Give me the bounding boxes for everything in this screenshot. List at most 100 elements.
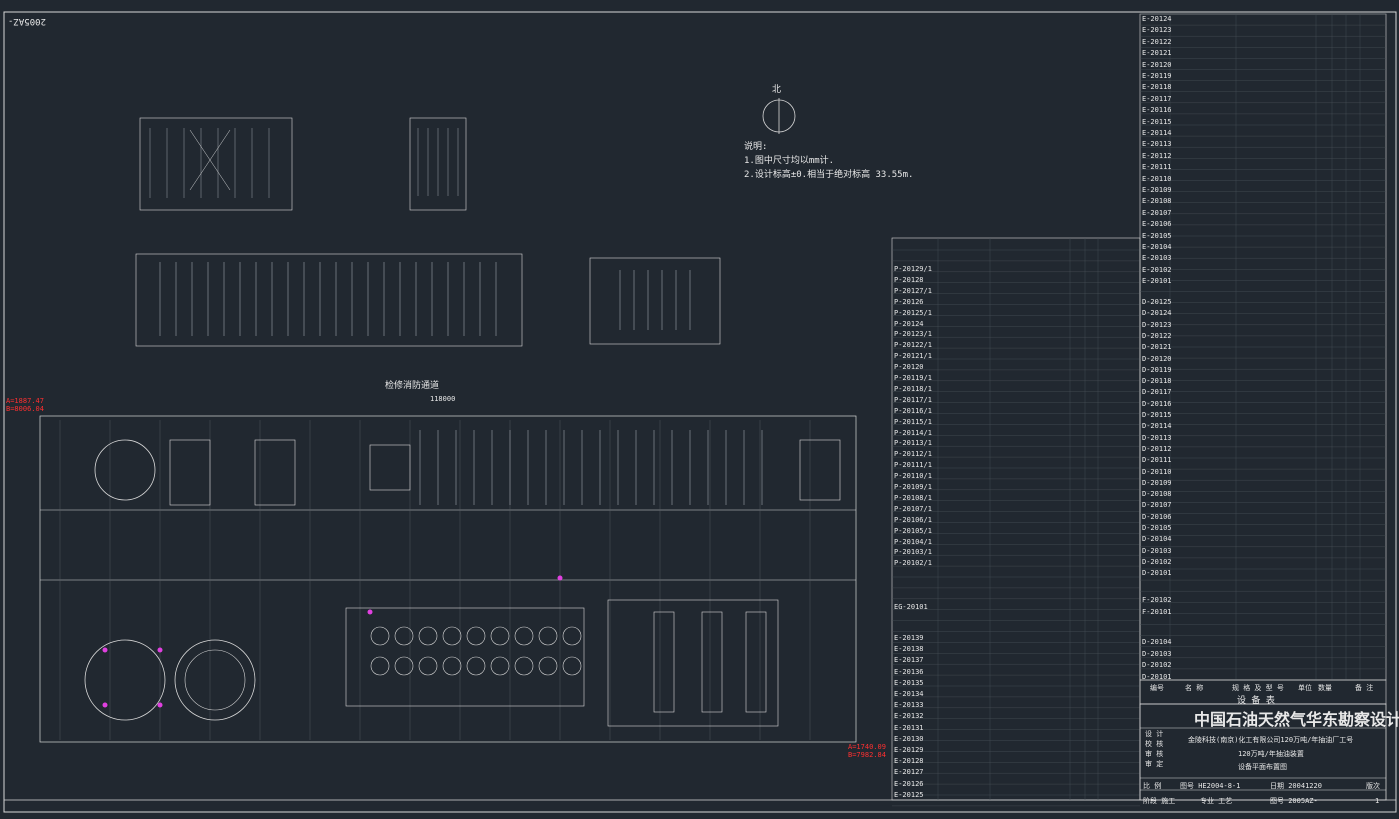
tb-discipline: 专业 工艺 xyxy=(1200,797,1233,805)
tank-2 xyxy=(174,639,256,721)
table-row-code: D-20102 xyxy=(1142,557,1172,566)
vessel-circle xyxy=(490,626,510,646)
table-row-code: P-20102/1 xyxy=(894,559,932,568)
column-block xyxy=(607,599,779,727)
table-row-code: P-20118/1 xyxy=(894,384,932,393)
vessel-circle xyxy=(466,626,486,646)
table-row-code: D-20122 xyxy=(1142,331,1172,340)
table-row-code: E-20118 xyxy=(1142,83,1172,92)
table-row-code: E-20131 xyxy=(894,723,924,732)
tank-2-inner xyxy=(184,649,246,711)
table-row-code: E-20136 xyxy=(894,667,924,676)
vessel-circle xyxy=(490,656,510,676)
table-row-code: E-20129 xyxy=(894,746,924,754)
section-title: 检修消防通道 xyxy=(385,381,440,391)
table-row-code: F-20102 xyxy=(1142,596,1172,604)
role-design: 设 计 xyxy=(1145,730,1164,738)
table-row-code: D-20119 xyxy=(1142,365,1172,374)
single-row-tag: EG-20101 xyxy=(894,603,928,611)
north-label: 北 xyxy=(772,85,782,95)
red-coordinate-b-bottom: B=7982.84 xyxy=(848,751,886,759)
table-row-code: D-20104 xyxy=(1142,535,1172,544)
tb-stage: 阶段 施工 xyxy=(1143,797,1176,805)
drawing-frame xyxy=(3,11,1397,813)
table-row-code: D-20125 xyxy=(1142,298,1172,306)
table-row-code: F-20101 xyxy=(1142,608,1172,616)
vessel-circle xyxy=(370,626,390,646)
table-row-code: D-20110 xyxy=(1142,467,1172,476)
equipment-box xyxy=(369,444,411,491)
tb-date: 日期 20041220 xyxy=(1270,782,1322,790)
table-row-code: E-20126 xyxy=(894,779,924,788)
table-row-code: P-20117/1 xyxy=(894,395,932,404)
header-qty: 数量 xyxy=(1318,684,1332,692)
table-row-code: E-20132 xyxy=(894,712,924,721)
tb-drawing-no: 图号 HE2004-8-1 xyxy=(1180,782,1241,790)
table-row-code: E-20105 xyxy=(1142,231,1172,240)
vessel-circle xyxy=(514,656,534,676)
table-row-code: P-20123/1 xyxy=(894,330,932,339)
table-row-code: P-20124 xyxy=(894,319,924,328)
equipment-box xyxy=(254,439,296,506)
table-row-code: D-20109 xyxy=(1142,478,1172,487)
tb-sheet-no: 1 xyxy=(1375,797,1380,805)
table-row-code: E-20130 xyxy=(894,734,924,743)
header-unit: 单位 xyxy=(1298,684,1312,692)
project-line-1: 金陵科技(南京)化工有限公司120万吨/年抽油厂工号 xyxy=(1188,736,1354,744)
cross-brace xyxy=(189,129,231,191)
header-name: 名 称 xyxy=(1185,684,1204,692)
project-line-2: 120万吨/年抽油装置 xyxy=(1238,750,1304,758)
plant-boundary xyxy=(39,415,857,743)
table-row-code: E-20114 xyxy=(1142,129,1172,137)
dim-total: 118000 xyxy=(430,395,456,403)
table-row-code: D-20116 xyxy=(1142,399,1172,408)
table-row-code: E-20115 xyxy=(1142,117,1172,126)
table-row-code: P-20108/1 xyxy=(894,493,932,502)
vessel-circle xyxy=(562,656,582,676)
table-row-code: P-20122/1 xyxy=(894,341,932,350)
table-row-code: D-20117 xyxy=(1142,388,1172,397)
table-row-code: E-20106 xyxy=(1142,220,1172,229)
table-row-code: E-20117 xyxy=(1142,94,1172,103)
equipment-list-title: 设 备 表 xyxy=(1237,696,1275,706)
plan-view-2 xyxy=(409,117,467,211)
table-row-code: P-20113/1 xyxy=(894,439,932,448)
vessel-circle xyxy=(562,626,582,646)
table-row-code: P-20121/1 xyxy=(894,352,932,361)
tb-revision: 版次 xyxy=(1366,782,1380,790)
table-row-code: D-20104 xyxy=(1142,638,1172,646)
table-row-code: P-20106/1 xyxy=(894,515,932,524)
red-coordinate-a-bottom: A=1740.09 xyxy=(848,743,886,751)
table-row-code: E-20139 xyxy=(894,634,924,642)
table-row-code: E-20107 xyxy=(1142,208,1172,217)
table-row-code: D-20113 xyxy=(1142,433,1172,442)
role-approve: 审 定 xyxy=(1145,760,1164,768)
tb-scale: 比 例 xyxy=(1143,782,1162,790)
table-row-code: P-20111/1 xyxy=(894,461,932,470)
table-row-code: E-20101 xyxy=(1142,277,1172,286)
table-row-code: P-20110/1 xyxy=(894,472,932,481)
table-row-code: P-20119/1 xyxy=(894,374,932,382)
table-row-code: D-20103 xyxy=(1142,546,1172,555)
table-row-code: E-20122 xyxy=(1142,37,1172,46)
furnace-1 xyxy=(94,439,156,501)
notes-line-2: 2.设计标高±0.相当于绝对标高 33.55m. xyxy=(744,170,914,180)
table-row-code: P-20128 xyxy=(894,275,924,284)
table-row-code: P-20116/1 xyxy=(894,406,932,415)
nozzle-marker xyxy=(367,609,373,615)
table-row-code: E-20133 xyxy=(894,701,924,710)
table-row-code: E-20116 xyxy=(1142,106,1172,115)
table-row-code: E-20111 xyxy=(1142,163,1172,172)
vessel-array-block xyxy=(345,607,585,707)
table-row-code: D-20106 xyxy=(1142,512,1172,521)
table-row-code: E-20137 xyxy=(894,656,924,665)
table-row-code: P-20127/1 xyxy=(894,286,932,295)
nozzle-marker xyxy=(102,647,108,653)
table-row-code: D-20105 xyxy=(1142,524,1172,532)
tank-1 xyxy=(84,639,166,721)
drawing-code-tag: 2005AZ- xyxy=(8,16,46,26)
vessel-circle xyxy=(538,626,558,646)
table-row-code: E-20124 xyxy=(1142,15,1172,23)
